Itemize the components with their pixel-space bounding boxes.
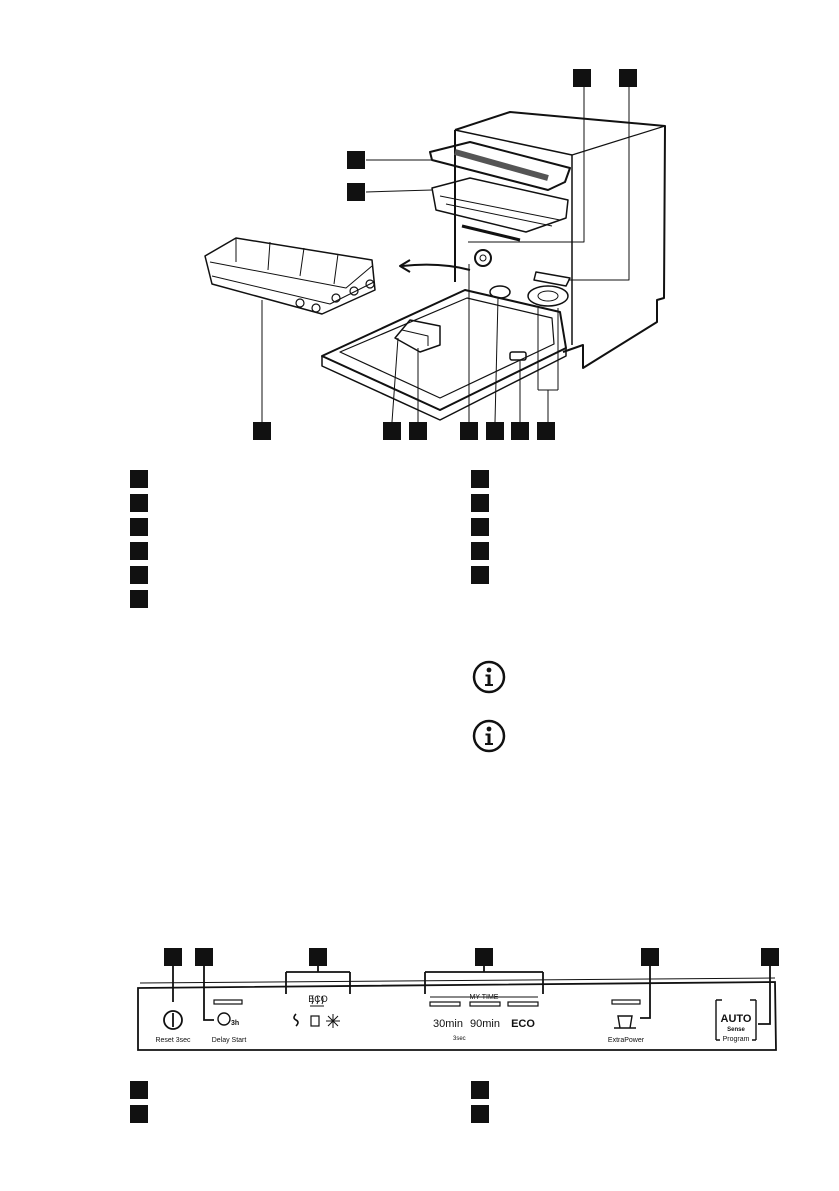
cabinet-outline xyxy=(454,111,666,369)
legend-marker xyxy=(471,566,489,584)
callout-marker xyxy=(641,948,659,966)
callout-marker xyxy=(347,183,365,201)
legend-marker xyxy=(471,542,489,560)
legend-marker xyxy=(130,1105,148,1123)
callout-marker xyxy=(573,69,591,87)
lower-spray-arm xyxy=(533,271,571,287)
legend-marker xyxy=(130,1081,148,1099)
filters xyxy=(527,285,569,307)
callout-marker xyxy=(309,948,327,966)
extra-power-label: ExtraPower xyxy=(608,1037,645,1044)
detergent-dispenser xyxy=(394,319,441,353)
water-hardness-dial xyxy=(474,249,492,267)
control-panel-illustration: Reset 3sec Delay Start 3h ECO MY TIME 30… xyxy=(137,966,777,1051)
legend-marker xyxy=(130,566,148,584)
time-90-button[interactable]: 90min xyxy=(470,1018,500,1030)
callout-marker xyxy=(383,422,401,440)
lower-basket xyxy=(204,237,376,315)
extra-power-icon xyxy=(614,1015,636,1029)
machine-care-icon xyxy=(326,1014,340,1028)
callout-marker xyxy=(164,948,182,966)
delay-clock-icon xyxy=(217,1012,231,1026)
legend-marker xyxy=(471,518,489,536)
panel-outline xyxy=(137,981,777,1051)
eco-button[interactable]: ECO xyxy=(511,1018,535,1030)
legend-marker xyxy=(130,590,148,608)
legend-marker xyxy=(130,494,148,512)
callout-marker xyxy=(460,422,478,440)
delay-start-label: Delay Start xyxy=(212,1037,247,1044)
program-label: Program xyxy=(723,1036,750,1043)
on-off-button xyxy=(163,1010,183,1030)
legend-marker xyxy=(471,1081,489,1099)
auto-label: AUTO xyxy=(721,1013,752,1025)
legend-marker xyxy=(471,1105,489,1123)
info-icon xyxy=(472,660,506,694)
callout-marker xyxy=(537,422,555,440)
auto-sense-bracket xyxy=(715,999,757,1041)
callout-marker xyxy=(511,422,529,440)
steam-icon xyxy=(310,995,324,1007)
eco-label: ECO xyxy=(308,994,328,1004)
remove-arrow xyxy=(401,263,471,271)
legend-marker xyxy=(471,494,489,512)
salt-container-cap xyxy=(489,285,511,299)
sense-label: Sense xyxy=(727,1027,745,1033)
my-time-label: MY TIME xyxy=(470,994,499,1001)
callout-marker xyxy=(475,948,493,966)
info-icon xyxy=(472,719,506,753)
time-30-button[interactable]: 30min xyxy=(433,1018,463,1030)
rinse-aid-icon xyxy=(310,1015,320,1027)
upper-basket xyxy=(431,177,569,233)
callout-marker xyxy=(619,69,637,87)
callout-marker xyxy=(761,948,779,966)
legend-marker xyxy=(130,518,148,536)
legend-marker xyxy=(130,542,148,560)
callout-marker xyxy=(486,422,504,440)
salt-icon xyxy=(293,1013,299,1027)
open-door xyxy=(321,289,567,411)
reset-label: Reset 3sec xyxy=(155,1037,191,1044)
delay-hours-label: 3h xyxy=(231,1020,239,1027)
legend-marker xyxy=(130,470,148,488)
callout-marker xyxy=(195,948,213,966)
callout-marker xyxy=(347,151,365,169)
sec-label: 3sec xyxy=(453,1036,466,1042)
dishwasher-illustration xyxy=(204,86,666,423)
callout-marker xyxy=(409,422,427,440)
legend-marker xyxy=(471,470,489,488)
callout-marker xyxy=(253,422,271,440)
upper-spray-arm xyxy=(461,224,521,242)
